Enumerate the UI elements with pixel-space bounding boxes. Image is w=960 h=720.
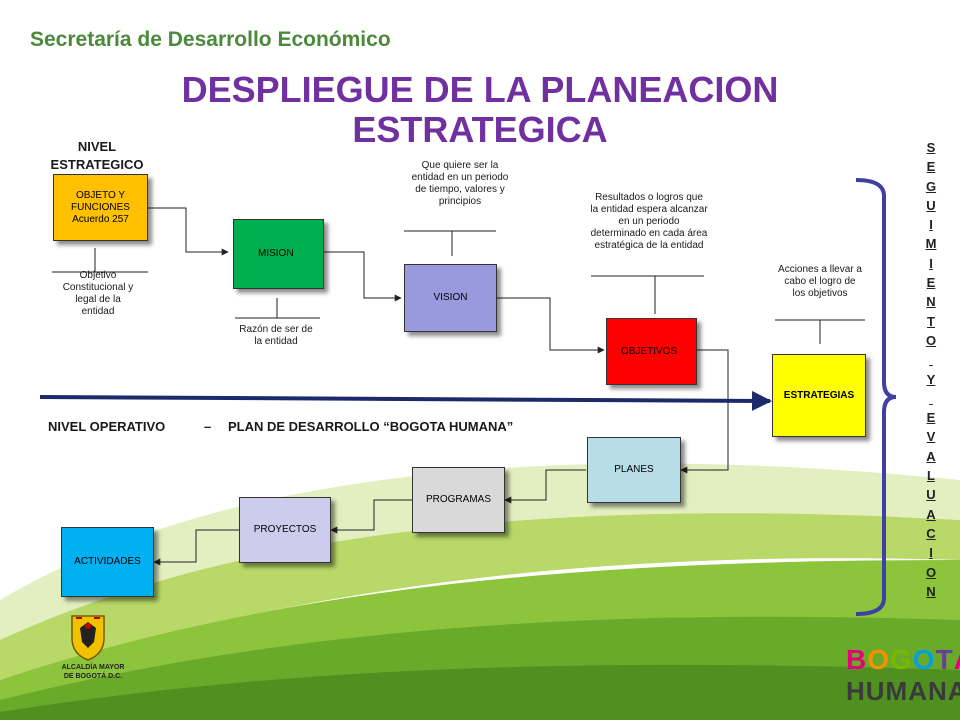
side-label-letter: N [926, 294, 936, 310]
side-label-letter: M [925, 236, 937, 252]
estrategias-box: ESTRATEGIAS [772, 354, 866, 437]
objetivos-box: OBJETIVOS [606, 318, 697, 385]
side-label-letter: S [926, 140, 936, 155]
side-label-letter: I [929, 217, 933, 233]
logo-line1: ALCALDÍA MAYOR [61, 664, 125, 671]
brand-letter: G [890, 644, 913, 675]
brand-bogota: BOGOTÁ [846, 644, 960, 676]
objetivos-label: OBJETIVOS [621, 345, 678, 357]
objeto-note: Objetivo Constitucional y legal de la en… [62, 270, 134, 317]
level-dash: – [204, 419, 212, 434]
side-label-letter: L [927, 468, 935, 484]
estrategias-note: Acciones a llevar a cabo el logro de los… [778, 264, 862, 299]
vision-box: VISION [404, 264, 497, 332]
side-label-letter: T [927, 313, 935, 329]
actividades-box: ACTIVIDADES [61, 527, 154, 597]
side-label-letter: N [926, 583, 936, 599]
strategic-level-label: NIVEL ESTRATEGICO [50, 139, 144, 172]
side-label-letter: A [926, 506, 936, 522]
planes-label: PLANES [614, 464, 654, 475]
objeto-label: OBJETO Y FUNCIONES Acuerdo 257 [71, 189, 130, 225]
side-label-letter: U [926, 197, 936, 213]
programas-label: PROGRAMAS [425, 494, 491, 505]
side-label-letter: E [926, 410, 936, 426]
slide-title-line2: ESTRATEGICA [352, 109, 608, 150]
programas-box: PROGRAMAS [412, 467, 505, 533]
side-label-letter: I [929, 255, 933, 271]
objeto-box: OBJETO Y FUNCIONES Acuerdo 257 [53, 174, 148, 241]
development-plan-label: PLAN DE DESARROLLO “BOGOTA HUMANA” [228, 419, 514, 434]
coat-of-arms-icon [71, 615, 105, 661]
objetivos-note: Resultados o logros que la entidad esper… [590, 192, 708, 251]
brand-letter: O [867, 644, 891, 675]
side-label-letter: O [925, 332, 937, 348]
side-label-letter: E [926, 275, 936, 291]
vision-label: VISION [433, 292, 468, 303]
estrategias-label: ESTRATEGIAS [783, 389, 855, 401]
actividades-label: ACTIVIDADES [74, 556, 141, 567]
side-label-letter [922, 389, 940, 408]
side-label-letter [922, 350, 940, 369]
proyectos-label: PROYECTOS [253, 524, 317, 535]
proyectos-box: PROYECTOS [239, 497, 331, 563]
side-label-letter: E [926, 159, 936, 175]
logo-line2: DE BOGOTÁ D.C. [63, 673, 123, 680]
side-label-letter: Y [926, 371, 936, 387]
brand-humana: HUMANA [846, 676, 960, 706]
brand-letter: B [846, 644, 868, 675]
mision-note: Razón de ser de la entidad [239, 324, 313, 347]
operative-level-label: NIVEL OPERATIVO [48, 419, 166, 434]
side-label-letter: A [926, 448, 936, 464]
planes-box: PLANES [587, 437, 681, 503]
mision-label: MISION [258, 248, 294, 259]
slide-title-line1: DESPLIEGUE DE LA PLANEACION [181, 69, 779, 110]
alcaldia-logo-text: ALCALDÍA MAYOR DE BOGOTÁ D.C. [46, 663, 140, 681]
brand-letter: O [912, 644, 936, 675]
brand-letter: T [935, 644, 954, 675]
side-label-letter: C [926, 525, 936, 541]
side-label-letter: U [926, 487, 936, 503]
mision-box: MISION [233, 219, 324, 289]
slide-title: DESPLIEGUE DE LA PLANEACION ESTRATEGICA [100, 70, 860, 150]
brand-letter: Á [954, 644, 960, 675]
header-title: Secretaría de Desarrollo Económico [30, 28, 391, 51]
side-label-letter: V [926, 429, 936, 445]
side-label-letter: I [929, 545, 933, 561]
vision-note: Que quiere ser la entidad en un periodo … [411, 160, 509, 207]
side-label-letter: O [925, 564, 937, 580]
side-label-letter: G [925, 178, 937, 194]
